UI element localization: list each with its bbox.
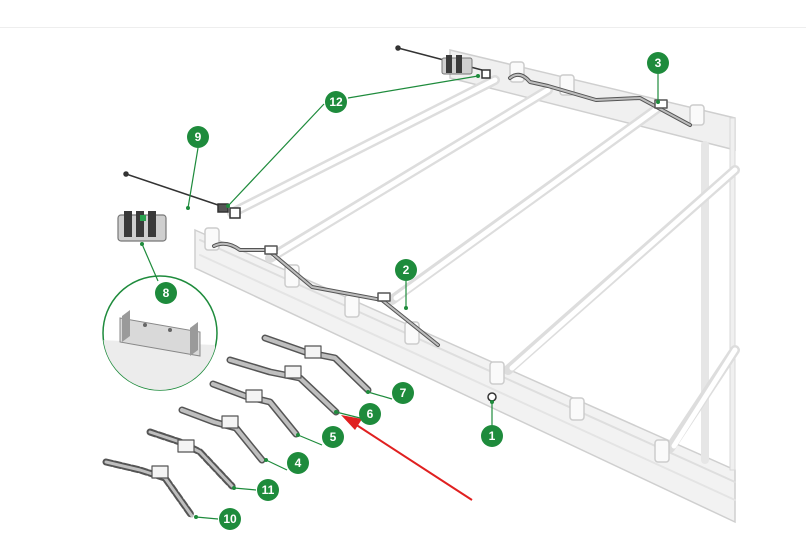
svg-text:5: 5 [330, 430, 337, 444]
clip-part-rear [441, 55, 473, 75]
svg-text:10: 10 [223, 512, 237, 526]
tensioner-part-6 [226, 356, 340, 416]
svg-text:4: 4 [295, 456, 302, 470]
svg-text:1: 1 [489, 429, 496, 443]
callout-5: 5 [322, 426, 344, 448]
callout-9: 9 [187, 126, 209, 148]
svg-text:6: 6 [367, 407, 374, 421]
clip-part-9 [117, 211, 167, 242]
leader-lines [141, 74, 659, 520]
installed-tensioners [212, 72, 692, 347]
callout-10: 10 [219, 508, 241, 530]
tensioner-part-11 [146, 428, 236, 490]
svg-text:9: 9 [195, 130, 202, 144]
tensioner-part-4 [178, 406, 266, 464]
tensioner-part-7 [261, 334, 372, 394]
detail-inset-8 [102, 275, 218, 391]
callout-badges: 1 2 3 4 5 6 7 8 9 10 11 12 [155, 52, 669, 530]
callout-7: 7 [392, 382, 414, 404]
svg-text:2: 2 [403, 263, 410, 277]
exploded-tensioners [102, 334, 372, 520]
tensioner-part-5 [209, 380, 300, 438]
frame-structure [194, 49, 740, 524]
callout-8: 8 [155, 282, 177, 304]
end-cap-1 [487, 392, 497, 402]
svg-text:3: 3 [655, 56, 662, 70]
svg-text:11: 11 [262, 483, 275, 497]
callout-4: 4 [287, 452, 309, 474]
svg-text:7: 7 [400, 386, 407, 400]
callout-6: 6 [359, 403, 381, 425]
callout-12: 12 [325, 91, 347, 113]
callout-11: 11 [257, 479, 279, 501]
callout-3: 3 [647, 52, 669, 74]
cable-left [125, 173, 219, 206]
svg-text:8: 8 [163, 286, 170, 300]
highlight-arrow [341, 415, 473, 501]
top-divider [0, 27, 806, 28]
callout-1: 1 [481, 425, 503, 447]
svg-text:12: 12 [329, 95, 343, 109]
cables [123, 45, 491, 219]
callout-2: 2 [395, 259, 417, 281]
tensioner-part-10 [102, 458, 196, 520]
